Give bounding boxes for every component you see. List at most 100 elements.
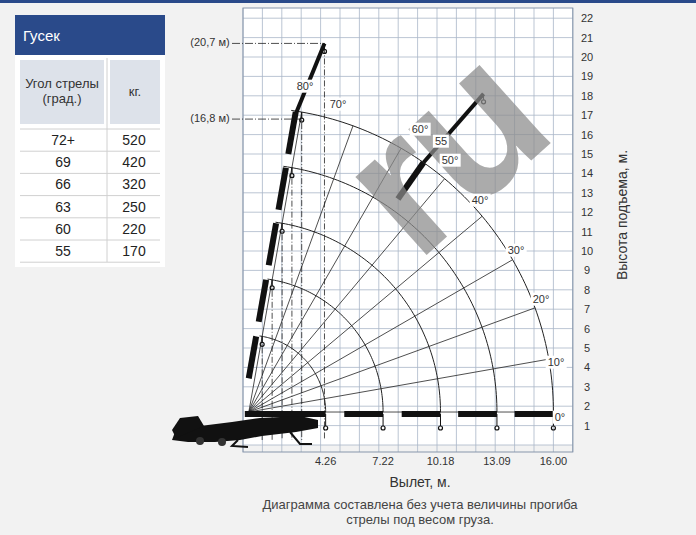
- height-tick: 2: [584, 400, 590, 413]
- table-cell: 520: [122, 132, 145, 148]
- reach-arc: [268, 279, 384, 412]
- dash-lines: [232, 43, 324, 440]
- angle-label: 10°: [546, 356, 567, 369]
- hook: [381, 426, 385, 430]
- height-tick: 22: [581, 12, 593, 25]
- height-tick: 13: [581, 186, 593, 199]
- row-rule: [20, 262, 160, 263]
- reach-tick: 7.22: [372, 455, 393, 468]
- boom-section: [402, 411, 441, 417]
- hook-rope: [291, 168, 292, 174]
- row-rule: [20, 173, 160, 174]
- height-tick: 19: [581, 70, 593, 83]
- boom-section: [269, 223, 276, 265]
- boom-section: [278, 168, 285, 210]
- height-line: [232, 43, 324, 44]
- dash-line: [291, 168, 292, 440]
- hook: [322, 49, 326, 53]
- height-tick: 18: [581, 89, 593, 102]
- table-cell: 170: [122, 243, 145, 259]
- header-text: Гусек: [23, 27, 60, 44]
- angle-label: 70°: [328, 98, 349, 111]
- angle-ray: [249, 359, 549, 412]
- table-lines: [20, 58, 160, 262]
- grid-line: [262, 8, 263, 452]
- cab: [172, 416, 204, 438]
- angle-label: 0°: [553, 411, 568, 424]
- grid-line: [243, 18, 573, 19]
- hook-rope: [440, 414, 441, 426]
- height-mark: (16,8 м): [188, 112, 231, 125]
- angle-label: 50°: [440, 154, 461, 167]
- table-cell: 250: [122, 199, 145, 215]
- angle-label: 80°: [295, 80, 316, 93]
- dash-line: [301, 112, 302, 440]
- grid-line: [301, 8, 302, 452]
- angle-label: 40°: [470, 194, 491, 207]
- height-tick: 9: [584, 264, 590, 277]
- table-cell: 60: [55, 221, 71, 237]
- hook-rope: [262, 336, 263, 342]
- hook-rope: [383, 414, 384, 426]
- angle-label: 20°: [531, 293, 552, 306]
- grid-line: [243, 328, 573, 329]
- grid-line: [243, 406, 573, 407]
- row-rule: [20, 151, 160, 152]
- height-tick: 21: [581, 31, 593, 44]
- hook-rope: [282, 223, 283, 229]
- boom-section: [288, 112, 295, 154]
- hook: [270, 286, 274, 290]
- height-tick: 17: [581, 109, 593, 122]
- angle-ray: [249, 260, 513, 412]
- wheel: [218, 438, 226, 446]
- height-tick: 6: [584, 322, 590, 335]
- boom-section: [458, 411, 497, 417]
- reach-tick: 10.18: [427, 455, 455, 468]
- grid-line: [340, 8, 341, 452]
- dash-line: [324, 47, 325, 440]
- hook: [495, 426, 499, 430]
- boom-section: [249, 336, 256, 378]
- height-mark: (20,7 м): [188, 36, 231, 49]
- hook: [551, 426, 555, 430]
- hook: [324, 426, 328, 430]
- height-tick: 12: [581, 206, 593, 219]
- hook-rope: [324, 43, 325, 49]
- boom-section: [259, 280, 266, 322]
- height-tick: 8: [584, 283, 590, 296]
- reach-tick: 4.26: [315, 455, 336, 468]
- grid-line: [514, 8, 515, 452]
- table-cell: 220: [122, 221, 145, 237]
- grid-line: [243, 367, 573, 368]
- hook: [290, 174, 294, 178]
- table-header: Гусек: [15, 15, 165, 55]
- boom-section: [245, 411, 326, 417]
- caption: Диаграмма составлена без учета величины …: [260, 498, 580, 528]
- table-cell: 55: [55, 243, 71, 259]
- table-cell: 69: [55, 154, 71, 170]
- table-cell: 63: [55, 199, 71, 215]
- height-tick: 4: [584, 361, 590, 374]
- hook: [300, 118, 304, 122]
- hook-rope: [272, 280, 273, 286]
- row-rule: [20, 217, 160, 218]
- hook-rope: [496, 414, 497, 426]
- reach-tick: 13.09: [483, 455, 511, 468]
- grid-line: [243, 309, 573, 310]
- height-tick: 11: [581, 225, 592, 238]
- table-cell: 72+: [51, 132, 75, 148]
- table-cell: 320: [122, 176, 145, 192]
- height-tick: 15: [581, 148, 593, 161]
- table-panel: [15, 15, 165, 267]
- grid-line: [243, 445, 573, 446]
- reach-tick: 16.00: [540, 455, 568, 468]
- hook: [280, 229, 284, 233]
- height-tick: 10: [581, 245, 593, 258]
- height-tick: 7: [584, 303, 590, 316]
- column-header: кг.: [110, 60, 160, 124]
- column-header: Угол стрелы (град.): [20, 60, 104, 124]
- height-line: [232, 119, 302, 120]
- dash-line: [282, 223, 283, 440]
- angle-label: 60°: [410, 123, 431, 136]
- row-rule: [20, 195, 160, 196]
